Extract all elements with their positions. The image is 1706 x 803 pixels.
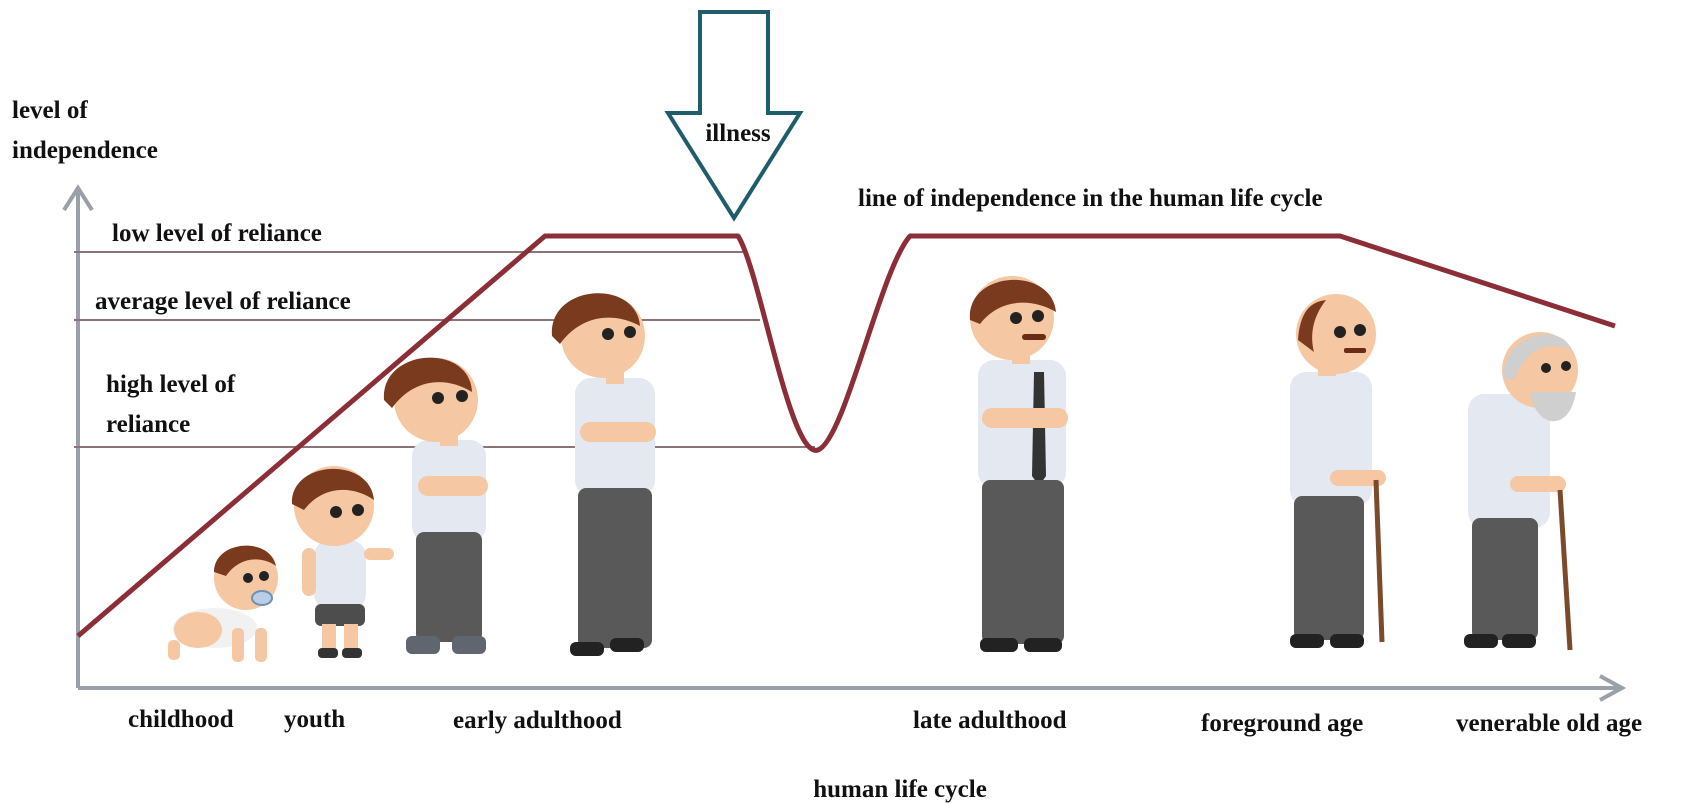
labels: level of independence low level of relia… [12, 97, 1642, 803]
curve-label: line of independence in the human life c… [858, 185, 1323, 212]
independence-curve [76, 233, 1616, 638]
stage-label-youth: youth [284, 706, 345, 733]
illness-label: illness [705, 120, 771, 147]
stage-label-venerable-old-age: venerable old age [1456, 710, 1642, 737]
toddler-figure [291, 466, 394, 658]
x-axis-arrowhead [1599, 674, 1627, 702]
adult-figure [969, 276, 1068, 652]
stage-label-childhood: childhood [128, 706, 234, 733]
average-reliance-label: average level of reliance [95, 288, 351, 315]
low-reliance-label: low level of reliance [112, 220, 322, 247]
young-adult-figure [551, 293, 656, 656]
axes [62, 184, 1627, 702]
illness-arrow [664, 10, 804, 222]
baby-figure [168, 545, 278, 662]
elderly-man-figure [1464, 332, 1578, 651]
figures [168, 276, 1578, 662]
y-axis-arrowhead [62, 184, 94, 212]
stage-label-early-adulthood: early adulthood [453, 707, 622, 734]
older-man-figure [1290, 294, 1386, 648]
y-axis-label: level of independence [12, 97, 158, 164]
teen-figure [383, 357, 488, 654]
stage-label-late-adulthood: late adulthood [913, 707, 1067, 734]
x-axis-label: human life cycle [813, 776, 987, 803]
high-reliance-label: high level of reliance [106, 371, 241, 438]
stage-label-foreground-age: foreground age [1201, 710, 1363, 737]
